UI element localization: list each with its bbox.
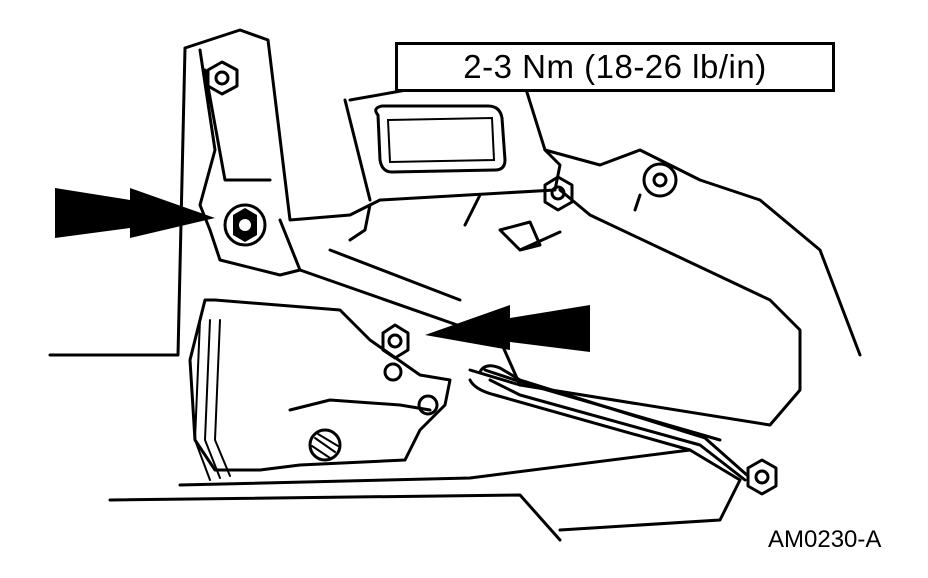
lower-bracket-outline xyxy=(188,228,452,472)
housing-window-inner xyxy=(386,116,496,164)
arrow-lower-right xyxy=(425,305,590,352)
lower-right-bolt xyxy=(746,458,778,496)
left-bracket-outline xyxy=(48,28,562,357)
housing-window xyxy=(374,104,507,174)
torque-spec-callout: 2-3 Nm (18-26 lb/in) xyxy=(395,42,835,92)
arrow-upper-left xyxy=(55,188,215,238)
base-lines xyxy=(108,368,747,542)
figure-id-label: AM0230-A xyxy=(768,526,882,553)
lower-arrowed-bolt xyxy=(381,323,410,382)
right-stud xyxy=(633,162,678,212)
mounting-strap xyxy=(468,364,750,478)
upper-left-bolt xyxy=(206,60,239,96)
torque-spec-text: 2-3 Nm (18-26 lb/in) xyxy=(463,48,767,85)
upper-arrowed-bolt xyxy=(223,203,267,247)
lower-bracket-wires xyxy=(193,319,231,481)
upper-housing-outline xyxy=(343,68,862,427)
mid-ribs xyxy=(278,193,562,387)
lower-bracket-screw xyxy=(308,394,439,462)
center-top-bolt xyxy=(543,175,574,212)
